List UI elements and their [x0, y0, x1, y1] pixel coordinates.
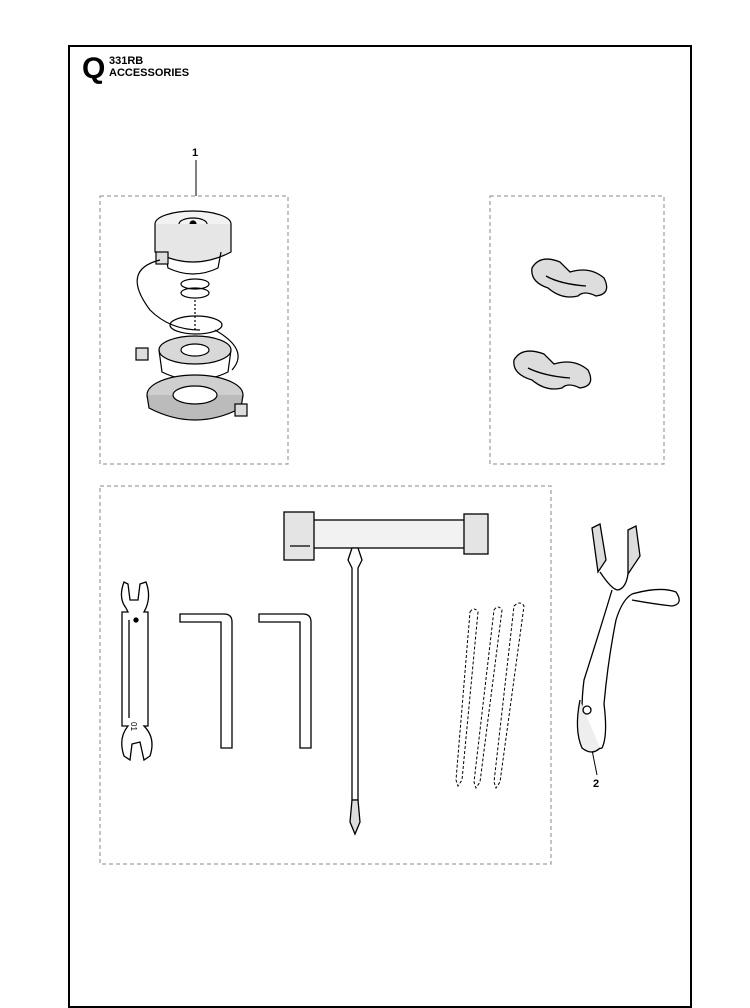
t-wrench-icon — [283, 511, 489, 836]
callout-1: 1 — [192, 147, 199, 159]
tools-group-box — [99, 485, 552, 865]
clips-group-box — [489, 195, 665, 465]
hex-key-icon — [179, 613, 233, 749]
model-number: 331RB — [109, 55, 144, 67]
trimmer-head-group-box — [99, 195, 289, 465]
combination-wrench-icon: 01 — [120, 581, 153, 762]
trimmer-head-icon — [135, 210, 248, 421]
wrench-stamp: 01 — [129, 722, 138, 731]
callout-2-leader — [591, 749, 598, 776]
hex-key-icon — [258, 613, 312, 749]
cable-tie-icon — [455, 602, 525, 790]
harness-icon — [576, 523, 680, 753]
callout-2: 2 — [593, 778, 600, 790]
page-title: ACCESSORIES — [109, 67, 190, 79]
harness-clip-icon — [513, 258, 608, 390]
section-letter: Q — [82, 52, 106, 85]
page-frame — [68, 45, 692, 1008]
